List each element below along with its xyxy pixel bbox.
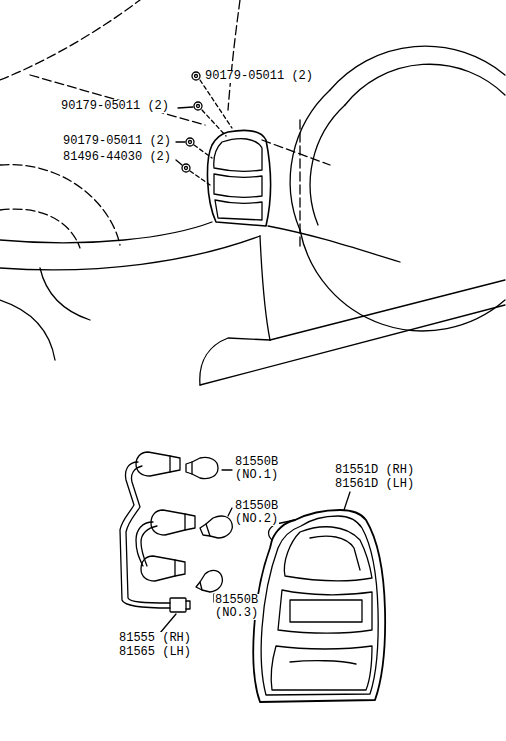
part-number: 90179-05011 (2)	[204, 70, 314, 83]
part-number: 90179-05011 (2)	[60, 100, 170, 113]
part-number: 81550B	[234, 500, 279, 513]
body-outline-dashed	[0, 0, 330, 250]
part-number: 90179-05011 (2)	[62, 135, 172, 148]
part-number: 81550B	[214, 594, 259, 607]
part-number: 81561D (LH)	[334, 478, 415, 491]
fasteners	[176, 72, 232, 185]
part-number: 81565 (LH)	[118, 646, 192, 659]
part-number: 81555 (RH)	[118, 632, 192, 645]
bulb-position: (NO.3)	[214, 607, 259, 620]
part-number: 81496-44030 (2)	[62, 151, 172, 164]
body-outline	[0, 222, 505, 385]
spare-tire	[290, 46, 505, 331]
bulb-position: (NO.1)	[234, 469, 279, 482]
wedge-bulbs	[186, 457, 232, 602]
tail-lamp-installed	[207, 130, 270, 226]
bulb-position: (NO.2)	[234, 513, 279, 526]
socket-wire-harness	[120, 452, 195, 633]
part-number: 81550B	[234, 456, 279, 469]
part-number: 81551D (RH)	[334, 464, 415, 477]
